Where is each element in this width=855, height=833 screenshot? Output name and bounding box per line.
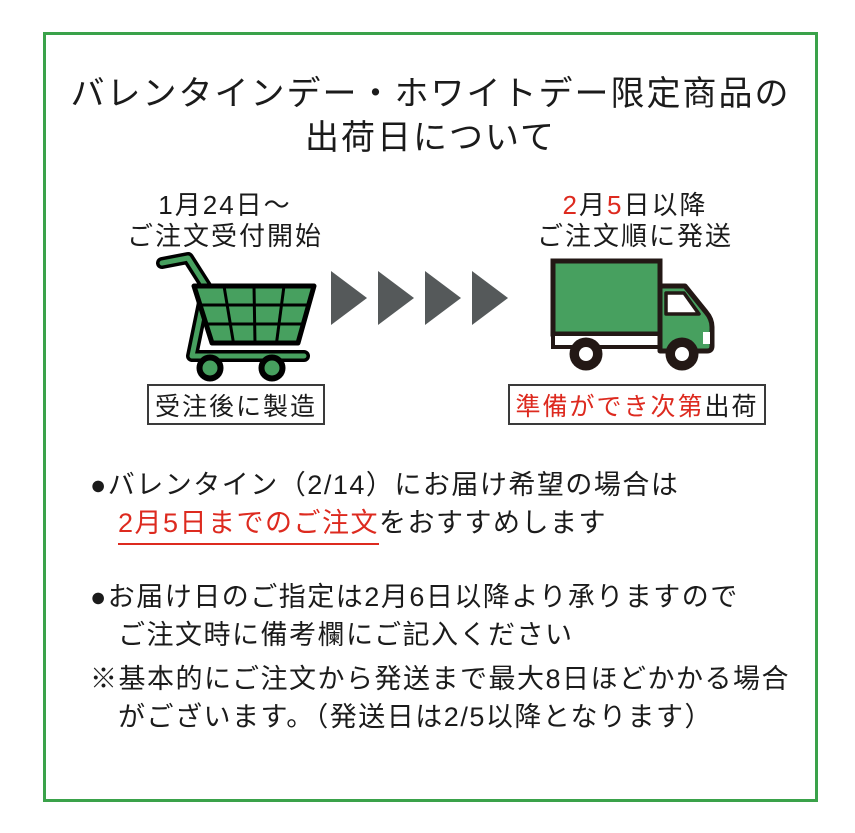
page-title-line2: 出荷日について <box>305 119 556 157</box>
made-to-order-label: 受注後に製造 <box>154 392 317 421</box>
shipping-date-sep: 月 <box>578 190 607 220</box>
made-to-order-box: 受注後に製造 <box>147 384 325 425</box>
note2-line2: ご注文時に備考欄にご記入ください <box>118 620 574 650</box>
note2-line1: ●お届け日のご指定は2月6日以降より承りますので <box>90 582 739 612</box>
order-start-date: 1月24日〜 <box>158 190 292 220</box>
arrow-right-icon <box>378 271 414 325</box>
arrow-right-icon <box>425 271 461 325</box>
order-start-heading: 1月24日〜 ご注文受付開始 <box>100 190 350 252</box>
shipping-date: 2月5日以降 <box>505 190 765 221</box>
flow-arrows <box>331 271 511 325</box>
ship-when-ready-red: 準備ができ次第 <box>515 392 705 421</box>
note1-line2-rest: をおすすめします <box>379 508 608 538</box>
arrow-right-icon <box>331 271 367 325</box>
page-title: バレンタインデー・ホワイトデー限定商品の 出荷日について <box>43 72 818 160</box>
shipping-date-num1: 2 <box>562 190 579 220</box>
order-start-label: ご注文受付開始 <box>126 221 323 251</box>
note-lead-time: ※基本的にご注文から発送まで最大8日ほどかかる場合 がございます。（発送日は2/… <box>90 660 790 736</box>
shopping-cart-svg <box>156 252 317 382</box>
shipping-date-num2: 5 <box>607 190 624 220</box>
arrow-right-icon <box>472 271 508 325</box>
delivery-truck-svg <box>550 258 715 371</box>
note1-line2: 2月5日までのご注文をおすすめします <box>118 504 679 545</box>
note-delivery-date-spec: ●お届け日のご指定は2月6日以降より承りますので ご注文時に備考欄にご記入くださ… <box>90 578 739 654</box>
ship-when-ready-box: 準備ができ次第出荷 <box>508 384 766 425</box>
note1-line2-highlight: 2月5日までのご注文 <box>118 508 380 545</box>
page-border-frame <box>43 32 818 802</box>
shopping-cart-icon <box>146 246 332 382</box>
shipping-label: ご注文順に発送 <box>536 221 733 251</box>
note-valentine-delivery: ●バレンタイン（2/14）にお届け希望の場合は 2月5日までのご注文をおすすめし… <box>90 466 680 545</box>
shipping-heading: 2月5日以降 ご注文順に発送 <box>505 190 765 252</box>
page-title-line1: バレンタインデー・ホワイトデー限定商品の <box>70 75 791 113</box>
note1-line1: ●バレンタイン（2/14）にお届け希望の場合は <box>90 470 680 500</box>
ship-when-ready-black: 出荷 <box>704 392 759 421</box>
note3-line1: ※基本的にご注文から発送まで最大8日ほどかかる場合 <box>90 664 790 694</box>
shipping-date-suffix: 日以降 <box>623 190 708 220</box>
delivery-truck-icon <box>548 252 718 378</box>
note3-line2: がございます。（発送日は2/5以降となります） <box>118 702 714 732</box>
